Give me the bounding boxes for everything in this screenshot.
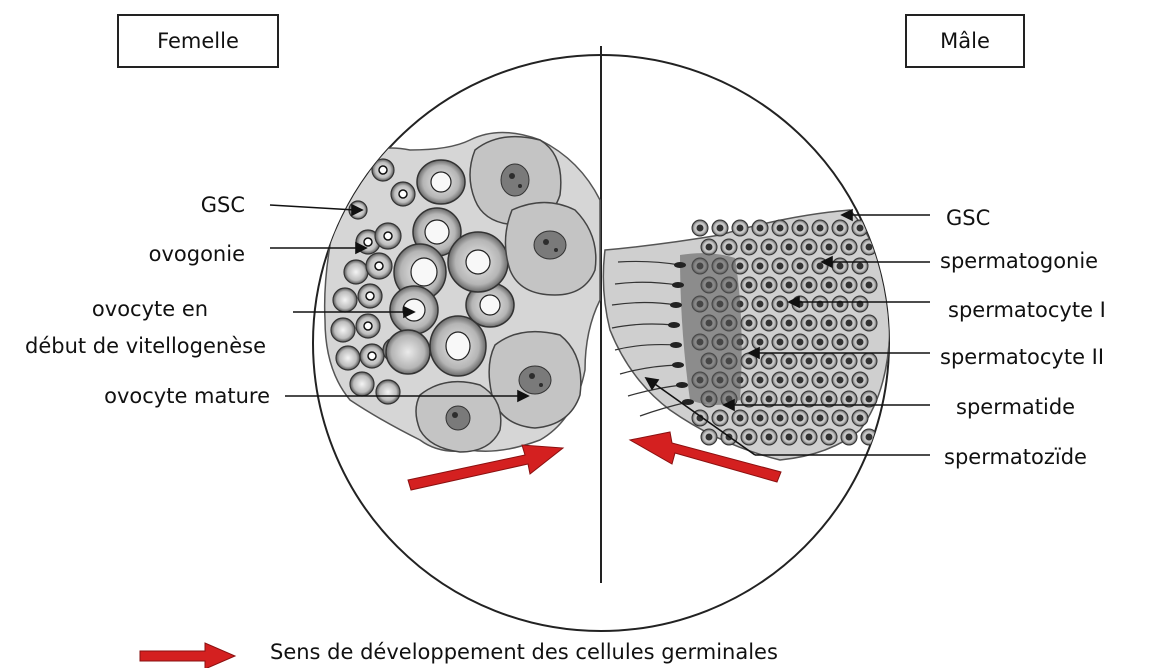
male-germ-cell-nucleus: [846, 244, 852, 250]
label-spermatocyte-2: spermatocyte II: [940, 343, 1104, 371]
male-germ-cell-nucleus: [866, 358, 872, 364]
male-germ-cell-nucleus: [857, 225, 863, 231]
male-germ-cell-nucleus: [697, 225, 703, 231]
male-germ-cell-nucleus: [826, 434, 832, 440]
male-germ-cell-nucleus: [737, 263, 743, 269]
male-germ-cell-nucleus: [706, 434, 712, 440]
male-germ-cell-nucleus: [846, 358, 852, 364]
male-germ-cell-nucleus: [717, 415, 723, 421]
male-germ-cell-nucleus: [706, 244, 712, 250]
label-spermatide: spermatide: [956, 393, 1075, 421]
label-female-gsc: GSC: [150, 191, 245, 219]
male-germ-cell-nucleus: [757, 263, 763, 269]
male-germ-cell-nucleus: [746, 282, 752, 288]
label-spermatogonie: spermatogonie: [940, 247, 1098, 275]
male-germ-cell-nucleus: [757, 339, 763, 345]
label-ovogonie: ovogonie: [100, 240, 245, 268]
male-germ-cell-nucleus: [786, 282, 792, 288]
male-germ-cell-nucleus: [717, 225, 723, 231]
male-germ-cell-nucleus: [786, 244, 792, 250]
male-germ-cell-nucleus: [786, 396, 792, 402]
male-germ-cell-nucleus: [757, 415, 763, 421]
male-germ-cell-nucleus: [857, 339, 863, 345]
male-germ-cell-nucleus: [737, 415, 743, 421]
legend-arrow-icon: [140, 643, 235, 668]
male-germ-cell-nucleus: [746, 244, 752, 250]
male-germ-cell-nucleus: [786, 434, 792, 440]
male-germ-cell-nucleus: [746, 320, 752, 326]
label-ovocyte-debut-line1: ovocyte en: [60, 295, 240, 323]
male-germ-cell-nucleus: [766, 396, 772, 402]
male-germ-cell-nucleus: [766, 434, 772, 440]
male-germ-cell-nucleus: [806, 282, 812, 288]
male-germ-cell-nucleus: [797, 225, 803, 231]
male-germ-cell-nucleus: [797, 377, 803, 383]
male-germ-cell-nucleus: [837, 377, 843, 383]
male-germ-cell-nucleus: [777, 301, 783, 307]
male-germ-cell-nucleus: [837, 415, 843, 421]
male-germ-cell-nucleus: [866, 244, 872, 250]
male-germ-cell-nucleus: [817, 377, 823, 383]
male-germ-cell-nucleus: [837, 263, 843, 269]
male-germ-cell-nucleus: [766, 282, 772, 288]
male-germ-cell-nucleus: [866, 396, 872, 402]
label-male-gsc: GSC: [946, 204, 990, 232]
male-germ-cell-nucleus: [806, 396, 812, 402]
male-germ-cell-nucleus: [777, 377, 783, 383]
male-germ-cell-nucleus: [777, 415, 783, 421]
male-germ-cell-nucleus: [866, 434, 872, 440]
male-germ-cell-nucleus: [846, 282, 852, 288]
male-germ-cell-nucleus: [826, 244, 832, 250]
male-germ-cell-nucleus: [846, 396, 852, 402]
male-germ-cell-nucleus: [817, 225, 823, 231]
male-germ-cell-nucleus: [817, 263, 823, 269]
male-germ-cell-nucleus: [746, 396, 752, 402]
male-germ-cell-nucleus: [837, 339, 843, 345]
male-germ-cell-nucleus: [826, 396, 832, 402]
legend-label: Sens de développement des cellules germi…: [270, 640, 778, 664]
label-spermatocyte-1: spermatocyte I: [948, 296, 1106, 324]
label-ovocyte-mature: ovocyte mature: [60, 382, 270, 410]
male-germ-cell-nucleus: [857, 263, 863, 269]
male-germ-cell-nucleus: [766, 320, 772, 326]
male-germ-cell-nucleus: [786, 320, 792, 326]
male-germ-cell-nucleus: [806, 244, 812, 250]
male-germ-cell-nucleus: [797, 263, 803, 269]
label-spermatozoide: spermatozïde: [944, 443, 1087, 471]
male-germ-cell-nucleus: [837, 225, 843, 231]
male-germ-cell-nucleus: [766, 358, 772, 364]
male-germ-cell-nucleus: [797, 339, 803, 345]
male-germ-cell-nucleus: [766, 244, 772, 250]
male-germ-cell-nucleus: [726, 244, 732, 250]
male-germ-cell-nucleus: [866, 282, 872, 288]
male-germ-cell-nucleus: [786, 358, 792, 364]
male-germ-cell-nucleus: [817, 339, 823, 345]
male-germ-cell-nucleus: [846, 434, 852, 440]
male-germ-cell-nucleus: [826, 358, 832, 364]
male-germ-cell-nucleus: [846, 320, 852, 326]
male-germ-cell-nucleus: [806, 434, 812, 440]
label-ovocyte-debut-line2: début de vitellogenèse: [8, 332, 283, 360]
male-tissue: [603, 210, 890, 460]
male-germ-cell-nucleus: [777, 225, 783, 231]
male-germ-cell-nucleus: [826, 320, 832, 326]
male-germ-cell-nucleus: [857, 377, 863, 383]
male-germ-cell-nucleus: [757, 377, 763, 383]
male-germ-cell-nucleus: [806, 358, 812, 364]
male-germ-cell-nucleus: [746, 358, 752, 364]
male-germ-cell-nucleus: [757, 301, 763, 307]
male-germ-cell-nucleus: [777, 339, 783, 345]
male-germ-cell-nucleus: [746, 434, 752, 440]
male-germ-cell-nucleus: [757, 225, 763, 231]
male-germ-cell-nucleus: [737, 225, 743, 231]
male-germ-cell-nucleus: [777, 263, 783, 269]
male-germ-cell-nucleus: [817, 415, 823, 421]
male-germ-cell-nucleus: [857, 415, 863, 421]
male-germ-cell-nucleus: [806, 320, 812, 326]
male-germ-cell-nucleus: [866, 320, 872, 326]
male-germ-cell-nucleus: [826, 282, 832, 288]
male-germ-cell-nucleus: [797, 415, 803, 421]
female-tissue: [325, 133, 600, 453]
